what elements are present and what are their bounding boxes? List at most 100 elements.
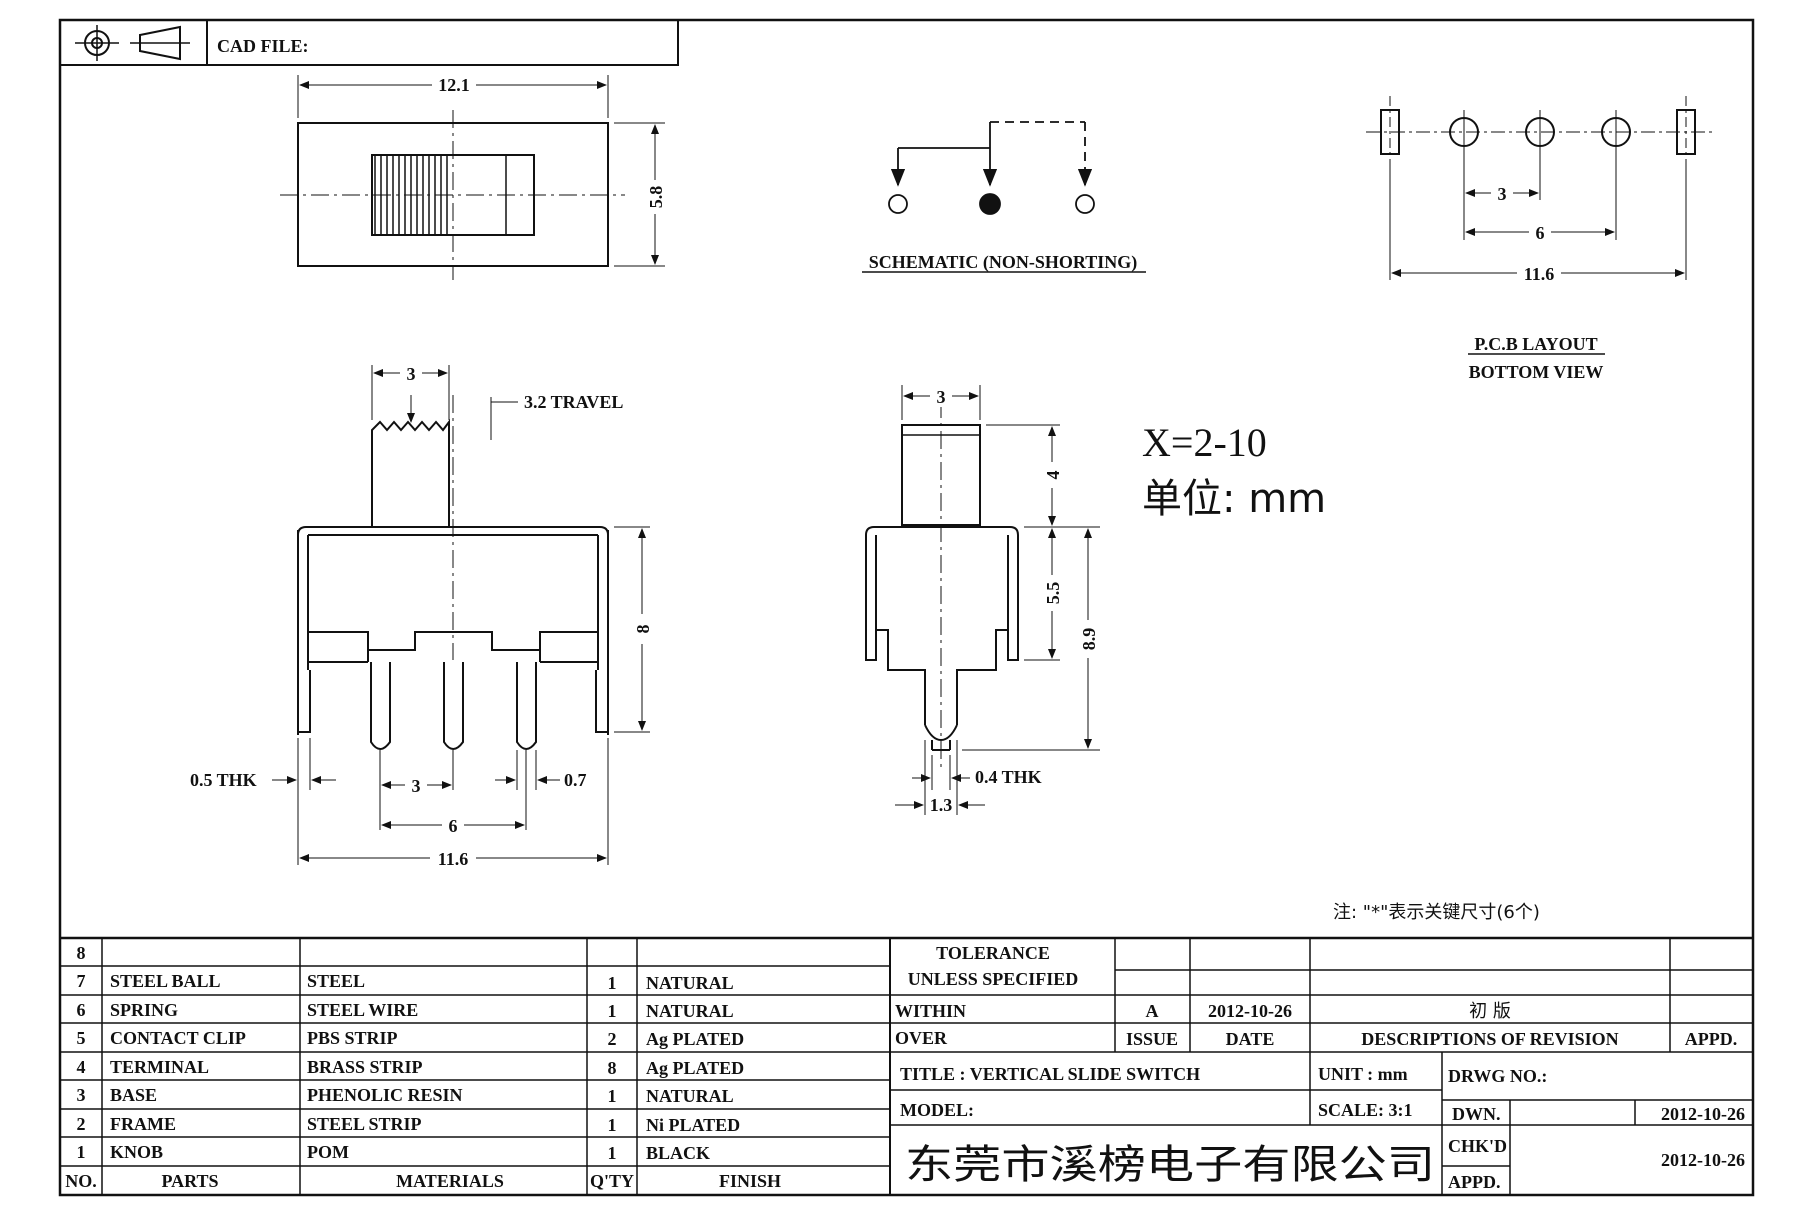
bom-material: STEEL STRIP (307, 1114, 422, 1134)
bom-qty: 1 (608, 1143, 617, 1163)
bom-row: 5 CONTACT CLIP PBS STRIP 2 Ag PLATED (77, 1028, 745, 1049)
schematic-label: SCHEMATIC (NON-SHORTING) (869, 252, 1138, 273)
bom-material: PBS STRIP (307, 1028, 398, 1048)
bom-qty: 8 (608, 1058, 617, 1078)
tolerance-within: WITHIN (895, 1001, 966, 1021)
bom-part: BASE (110, 1085, 157, 1105)
top-view (280, 75, 665, 280)
bom-part: STEEL BALL (110, 971, 221, 991)
bom-qty: 1 (608, 1001, 617, 1021)
dim-overall-width: 11.6 (438, 849, 469, 869)
bom-qty: 2 (608, 1029, 617, 1049)
revision-description-value: 初 版 (1469, 1001, 1511, 1022)
revision-issue-label: ISSUE (1126, 1029, 1178, 1049)
info-block: TITLE : VERTICAL SLIDE SWITCH MODEL: UNI… (900, 1064, 1745, 1192)
bom-header-materials: MATERIALS (396, 1171, 504, 1191)
bom-material: BRASS STRIP (307, 1057, 423, 1077)
drawing-title: TITLE : VERTICAL SLIDE SWITCH (900, 1064, 1200, 1084)
dim-pcb-total: 11.6 (1524, 264, 1555, 284)
bottom-view-label: BOTTOM VIEW (1469, 362, 1604, 382)
bom-row: 4 TERMINAL BRASS STRIP 8 Ag PLATED (77, 1057, 745, 1078)
bom-qty: 1 (608, 1115, 617, 1135)
bom-no: 5 (77, 1028, 86, 1048)
pcb-layout-label: P.C.B LAYOUT (1474, 334, 1597, 354)
bom-finish: NATURAL (646, 1001, 734, 1021)
bom-row: 3 BASE PHENOLIC RESIN 1 NATURAL (77, 1085, 734, 1106)
side-view (865, 385, 1100, 815)
bom-row: 7 STEEL BALL STEEL 1 NATURAL (77, 971, 734, 993)
bom-material: POM (307, 1142, 349, 1162)
bom-header-qty: Q'TY (590, 1171, 634, 1191)
bom-part: SPRING (110, 1000, 178, 1020)
header-strip: CAD FILE: (59, 19, 679, 66)
dim-side-actuator-width: 3 (937, 387, 946, 407)
revision-appd-label: APPD. (1685, 1029, 1738, 1049)
dim-top-height: 5.8 (646, 186, 666, 209)
bom-part: FRAME (110, 1114, 176, 1134)
bom-qty: 1 (608, 1086, 617, 1106)
revision-description-label: DESCRIPTIONS OF REVISION (1361, 1029, 1618, 1049)
tolerance-title: TOLERANCE (936, 943, 1050, 963)
bom-no: 6 (77, 1000, 86, 1020)
model-label: MODEL: (900, 1100, 974, 1120)
bom-no: 4 (77, 1057, 86, 1077)
front-view (272, 365, 650, 865)
dim-outer-pin-span: 6 (449, 816, 458, 836)
dim-side-body-height: 5.5 (1043, 582, 1063, 605)
bom-finish: Ag PLATED (646, 1029, 744, 1049)
appd-label: APPD. (1448, 1172, 1501, 1192)
tolerance-block: TOLERANCE UNLESS SPECIFIED WITHIN OVER (895, 943, 1078, 1048)
revision-issue-value: A (1146, 1001, 1159, 1021)
x-range-label: X=2-10 (1142, 420, 1267, 465)
dim-pcb-outer: 6 (1536, 223, 1545, 243)
projection-symbol-icon (75, 25, 190, 61)
revision-date-label: DATE (1226, 1029, 1275, 1049)
dwn-date: 2012-10-26 (1661, 1104, 1745, 1124)
company-name: 东莞市溪榜电子有限公司 (905, 1142, 1435, 1188)
bom-material: PHENOLIC RESIN (307, 1085, 463, 1105)
dwn-label: DWN. (1452, 1104, 1501, 1124)
dim-pin-width: 0.7 (564, 770, 587, 790)
dim-side-thickness: 0.4 THK (975, 767, 1042, 787)
tolerance-over: OVER (895, 1028, 948, 1048)
dim-thickness-left: 0.5 THK (190, 770, 257, 790)
cad-file-label: CAD FILE: (217, 36, 309, 56)
bom-row: 2 FRAME STEEL STRIP 1 Ni PLATED (77, 1114, 741, 1135)
dim-body-height: 8 (633, 625, 653, 634)
bom-header-finish: FINISH (719, 1171, 781, 1191)
bom-header: NO. PARTS MATERIALS Q'TY FINISH (65, 1171, 781, 1191)
revision-date-value: 2012-10-26 (1208, 1001, 1292, 1021)
drwg-no-label: DRWG NO.: (1448, 1066, 1547, 1086)
bom-row: 6 SPRING STEEL WIRE 1 NATURAL (77, 1000, 734, 1021)
bom-no: 2 (77, 1114, 86, 1134)
drawing-frame (58, 18, 1755, 1197)
note-label: 注: "*"表示关键尺寸(6个) (1333, 902, 1540, 923)
bom-finish: NATURAL (646, 973, 734, 993)
bom-material: STEEL WIRE (307, 1000, 418, 1020)
bom-part: TERMINAL (110, 1057, 209, 1077)
bom-no: 3 (77, 1085, 86, 1105)
bom-row: 1 KNOB POM 1 BLACK (77, 1142, 711, 1163)
dim-travel: 3.2 TRAVEL (524, 392, 623, 412)
bom-finish: Ag PLATED (646, 1058, 744, 1078)
dim-side-total-height: 8.9 (1079, 628, 1099, 651)
chkd-label: CHK'D (1448, 1136, 1507, 1156)
dim-side-pin-width: 1.3 (930, 795, 953, 815)
bom-header-parts: PARTS (161, 1171, 218, 1191)
dim-side-actuator-height: 4 (1043, 471, 1063, 480)
chkd-date: 2012-10-26 (1661, 1150, 1745, 1170)
pcb-layout (1366, 96, 1712, 355)
dim-pcb-pitch: 3 (1498, 184, 1507, 204)
bom-no: 1 (77, 1142, 86, 1162)
scale-field: SCALE: 3:1 (1318, 1100, 1413, 1120)
bom-row: 8 (77, 943, 86, 963)
bom-finish: Ni PLATED (646, 1115, 740, 1135)
bom-no: 7 (77, 971, 86, 991)
bom-part: CONTACT CLIP (110, 1028, 246, 1048)
bom-header-no: NO. (65, 1171, 97, 1191)
revision-block: A 2012-10-26 初 版 ISSUE DATE DESCRIPTIONS… (1126, 1001, 1737, 1049)
schematic-diagram (862, 121, 1146, 273)
unit-field: UNIT : mm (1318, 1064, 1408, 1084)
tolerance-subtitle: UNLESS SPECIFIED (908, 969, 1079, 989)
